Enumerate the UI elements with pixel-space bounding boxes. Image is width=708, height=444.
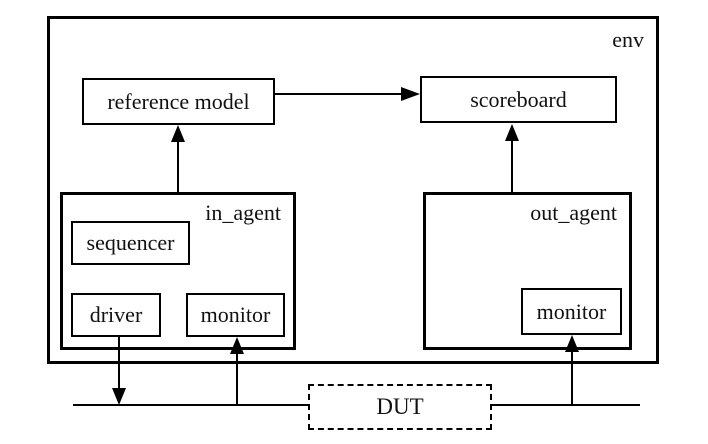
connector-reference-model-to-scoreboard — [273, 93, 403, 95]
in-agent-label: in_agent — [205, 200, 281, 225]
dut-label: DUT — [376, 394, 424, 419]
driver-box: driver — [71, 293, 161, 337]
arrowhead-up-icon — [565, 335, 579, 352]
arrowhead-down-icon — [112, 388, 126, 405]
connector-bus-to-out-monitor — [571, 350, 573, 405]
dut-bus-line-left — [73, 404, 309, 406]
scoreboard-label: scoreboard — [470, 86, 567, 112]
dut-bus-line-right — [491, 404, 640, 406]
connector-in-agent-to-reference-model — [177, 140, 179, 192]
arrowhead-up-icon — [505, 124, 519, 141]
arrowhead-up-icon — [230, 337, 244, 354]
reference-model-label: reference model — [107, 88, 250, 114]
dut-box: DUT — [308, 384, 492, 430]
in-monitor-box: monitor — [186, 293, 285, 337]
driver-label: driver — [89, 302, 143, 327]
connector-out-agent-to-scoreboard — [511, 139, 513, 192]
out-monitor-box: monitor — [521, 288, 622, 335]
connector-bus-to-in-monitor — [236, 352, 238, 405]
sequencer-label: sequencer — [86, 230, 175, 255]
reference-model-box: reference model — [82, 78, 275, 125]
in-monitor-label: monitor — [200, 302, 271, 327]
arrowhead-up-icon — [171, 125, 185, 142]
sequencer-box: sequencer — [71, 221, 190, 265]
scoreboard-box: scoreboard — [420, 76, 617, 123]
out-agent-label: out_agent — [530, 200, 617, 225]
out-monitor-label: monitor — [536, 298, 607, 324]
arrowhead-right-icon — [401, 87, 420, 101]
connector-driver-to-bus — [118, 337, 120, 389]
env-label: env — [612, 27, 644, 52]
